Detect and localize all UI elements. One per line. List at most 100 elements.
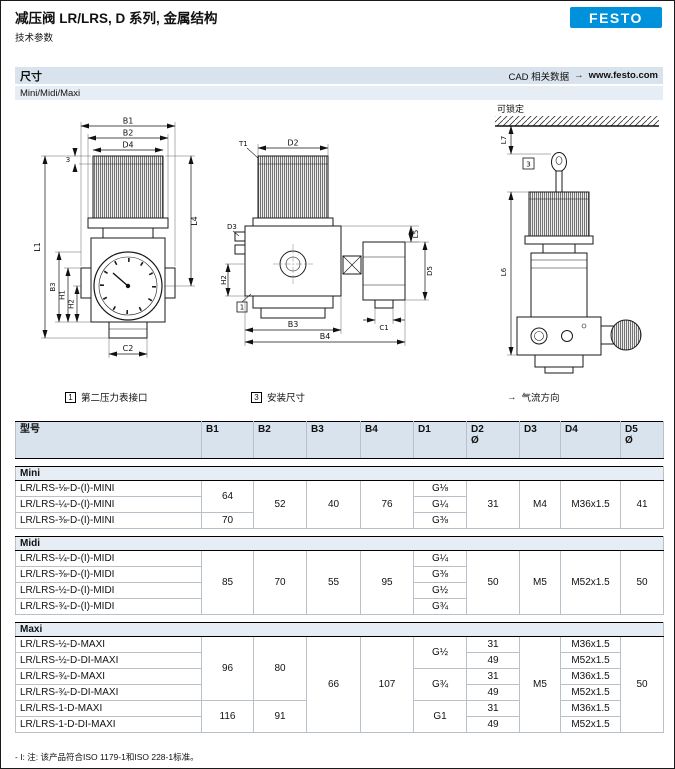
- value-cell: G¼: [413, 496, 467, 513]
- column-header: D4: [560, 421, 621, 459]
- section-title: Maxi: [15, 622, 664, 637]
- lockable-view: 可锁定: [495, 103, 659, 374]
- value-cell: 49: [466, 716, 520, 733]
- model-cell: LR/LRS-1-D-MAXI: [15, 700, 202, 717]
- dimensions-bar-title: 尺寸: [20, 70, 42, 83]
- adjust-knob: [92, 155, 164, 219]
- value-cell: G⅛: [413, 480, 467, 497]
- dim-label-b3-side: B3: [288, 320, 299, 329]
- section-title: Mini: [15, 466, 664, 481]
- value-cell: 31: [466, 700, 520, 717]
- value-cell: M52x1.5: [560, 716, 621, 733]
- model-cell: LR/LRS-½-D-MAXI: [15, 636, 202, 653]
- lock-key: [551, 152, 567, 193]
- value-cell: 66: [306, 636, 361, 733]
- column-header: 型号: [15, 421, 202, 459]
- model-cell: LR/LRS-¾-D-DI-MAXI: [15, 684, 202, 701]
- value-cell: G½: [413, 636, 467, 669]
- value-cell: 95: [360, 550, 414, 615]
- cad-link[interactable]: www.festo.com: [588, 70, 658, 81]
- legend-item-mounting: 3 安装尺寸: [251, 390, 305, 404]
- value-cell: G¾: [413, 598, 467, 615]
- value-cell: M5: [519, 636, 561, 733]
- value-cell: 31: [466, 480, 520, 529]
- dim-label-d2: D2: [287, 139, 298, 148]
- value-cell: G⅜: [413, 512, 467, 529]
- value-cell: 52: [253, 480, 307, 529]
- value-cell: 49: [466, 684, 520, 701]
- value-cell: M52x1.5: [560, 684, 621, 701]
- legend-text-gauge-port: 第二压力表接口: [81, 393, 148, 404]
- legend-item-gauge-port: 1 第二压力表接口: [65, 390, 148, 404]
- block-gap: [15, 458, 664, 467]
- side-view: D2 T1 D3 1 H2 L5 D5: [220, 139, 434, 346]
- column-header: B1: [201, 421, 254, 459]
- page-subtitle: 技术参数: [15, 33, 54, 44]
- dim-label-b1: B1: [123, 117, 134, 126]
- value-cell: 76: [360, 480, 414, 529]
- footnote: - I: 注: 该产品符合ISO 1179-1和ISO 228-1标准。: [15, 752, 199, 762]
- section-title: Midi: [15, 536, 664, 551]
- value-cell: 31: [466, 636, 520, 653]
- table-row: LR/LRS-¼-D-(I)-MINI G¼: [15, 496, 664, 513]
- value-cell: 70: [201, 512, 254, 529]
- section-row: Midi: [15, 536, 664, 551]
- value-cell: 40: [306, 480, 361, 529]
- value-cell: 50: [466, 550, 520, 615]
- value-cell: 80: [253, 636, 307, 701]
- page-title: 减压阀 LR/LRS, D 系列, 金属结构: [15, 11, 218, 26]
- value-cell: G¼: [413, 550, 467, 567]
- dim-label-d5: D5: [426, 266, 434, 276]
- dim-label-3: 3: [66, 156, 70, 164]
- value-cell: 31: [466, 668, 520, 685]
- dim-label-h2-front: H2: [68, 299, 76, 309]
- festo-logo: FESTO: [570, 7, 662, 28]
- value-cell: G¾: [413, 668, 467, 701]
- dim-label-b4: B4: [320, 332, 331, 341]
- value-cell: 49: [466, 652, 520, 669]
- model-cell: LR/LRS-1-D-DI-MAXI: [15, 716, 202, 733]
- front-dimensions: B1 B2 D4 3 L4 L1: [33, 117, 199, 358]
- model-cell: LR/LRS-¾-D-MAXI: [15, 668, 202, 685]
- lockable-dimensions: L7 3 L6: [500, 125, 551, 356]
- column-header: D3: [519, 421, 561, 459]
- side-dimensions: D2 T1 D3 1 H2 L5 D5: [220, 139, 434, 346]
- model-cell: LR/LRS-¾-D-(I)-MIDI: [15, 598, 202, 615]
- value-cell: M36x1.5: [560, 700, 621, 717]
- model-cell: LR/LRS-⅜-D-(I)-MIDI: [15, 566, 202, 583]
- column-header: B2: [253, 421, 307, 459]
- column-header: D1: [413, 421, 467, 459]
- cad-data-note: CAD 相关数据 → www.festo.com: [508, 69, 658, 83]
- cad-arrow-icon: →: [574, 70, 584, 81]
- value-cell: 64: [201, 480, 254, 513]
- value-cell: 55: [306, 550, 361, 615]
- technical-drawings: B1 B2 D4 3 L4 L1: [33, 103, 659, 374]
- dim-label-b2: B2: [123, 129, 134, 138]
- model-cell: LR/LRS-¼-D-(I)-MIDI: [15, 550, 202, 567]
- table-row: LR/LRS-1-D-DI-MAXI 49 M52x1.5: [15, 716, 664, 733]
- lockable-label: 可锁定: [497, 103, 524, 115]
- attachment-block: [362, 241, 406, 301]
- legend-text-mounting: 安装尺寸: [267, 393, 306, 404]
- dim-label-d4: D4: [122, 141, 133, 150]
- legend-item-flow: → 气流方向: [507, 390, 560, 405]
- model-cell: LR/LRS-¼-D-(I)-MINI: [15, 496, 202, 513]
- column-header: B3: [306, 421, 361, 459]
- value-cell: 50: [620, 550, 664, 615]
- value-cell: 85: [201, 550, 254, 615]
- variant-bar: Mini/Midi/Maxi: [15, 86, 663, 100]
- column-header: B4: [360, 421, 414, 459]
- dim-label-c2: C2: [123, 344, 134, 353]
- value-cell: 70: [253, 550, 307, 615]
- model-cell: LR/LRS-⅛-D-(I)-MINI: [15, 480, 202, 497]
